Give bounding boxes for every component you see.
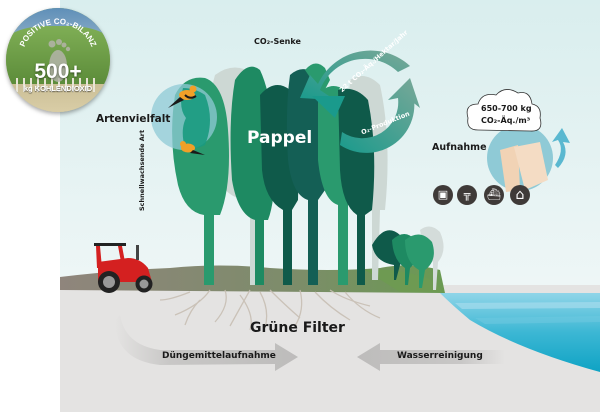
- water-label[interactable]: Wasserreinigung: [397, 351, 483, 361]
- tree: [305, 63, 330, 95]
- tractor-icon: [94, 243, 153, 293]
- boat-icon: ⛴: [484, 185, 504, 205]
- wood-planks: [500, 145, 520, 192]
- co2-balance-badge: POSITIVE CO₂-BILANZ 500+ kg KOHLENDIOXID: [6, 8, 110, 112]
- caravan-icon: ▣: [433, 185, 453, 205]
- water: [440, 293, 600, 372]
- fertilizer-label[interactable]: Düngemittelaufnahme: [162, 351, 276, 361]
- badge-arc-label: POSITIVE CO₂-BILANZ: [18, 17, 98, 82]
- water-highlight: [475, 316, 600, 324]
- green-filter-label: Grüne Filter: [250, 320, 345, 336]
- absorption-label: Aufnahme: [432, 142, 487, 153]
- house-icon: ⌂: [510, 185, 530, 205]
- bird-icon: [180, 141, 205, 155]
- up-arrow: [552, 128, 570, 168]
- badge-unit: kg KOHLENDIOXID: [23, 84, 93, 93]
- bench-icon: ╦: [457, 185, 477, 205]
- badge-value: 500+: [34, 60, 82, 83]
- tree-name-label: Pappel: [247, 128, 313, 148]
- water-arrow[interactable]: [357, 343, 505, 371]
- grass-slope: [365, 269, 442, 292]
- roots: [159, 289, 381, 331]
- badge-trunks: [16, 78, 100, 92]
- cloud-line1: 650-700 kg: [481, 104, 532, 113]
- cloud: [466, 89, 542, 132]
- co2-cycle-arrow: [300, 50, 420, 153]
- tree: [286, 69, 327, 285]
- bird-icon: [168, 85, 197, 108]
- water-highlight: [455, 302, 600, 309]
- fast-growing-label: Schnellwachsende Art: [138, 129, 146, 211]
- footprint-icon: [48, 39, 71, 82]
- fertilizer-arrow[interactable]: [115, 315, 298, 371]
- tree-in-circle: [181, 88, 210, 149]
- wood-planks: [514, 142, 548, 190]
- small-trees: [372, 226, 444, 290]
- cloud-line2: CO₂-Äq./m³: [481, 116, 531, 125]
- biodiversity-label: Artenvielfalt: [96, 113, 171, 125]
- co2-sink-label: CO₂-Senke: [254, 37, 301, 46]
